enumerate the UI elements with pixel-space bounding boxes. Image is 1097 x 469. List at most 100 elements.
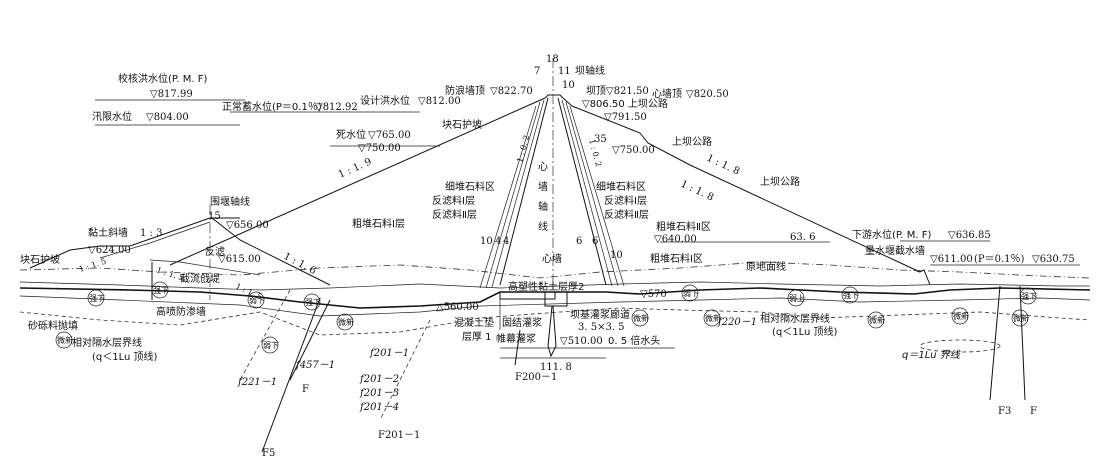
dead-level-elevation: ▽765.00: [368, 130, 411, 141]
mark-b: 弱下: [249, 296, 265, 305]
fault-f221: f221－1: [237, 377, 277, 388]
filter1-right: 反滤料Ⅰ层: [604, 194, 647, 207]
mark-n: 微新: [1013, 313, 1029, 323]
mark-circle-p: [151, 281, 169, 299]
mark-f: 微新: [338, 317, 354, 327]
el-570: ▽570: [640, 289, 667, 300]
mark-e: 弱下: [263, 341, 279, 350]
tail-pmf-elevation: ▽636.85: [948, 230, 991, 241]
parapet-top-label: 防浪墙顶: [445, 84, 485, 97]
fault-F200: F200－1: [515, 372, 557, 383]
dim-15: 15: [208, 211, 221, 222]
core-wall-label: 心墙: [542, 252, 562, 265]
core-right-face: [557, 97, 607, 286]
gravel-label: 砂砾料抛填: [28, 319, 78, 332]
dim-10b: 10: [610, 250, 623, 261]
original-ground-line: [19, 261, 1091, 279]
filter2-right: 反滤料Ⅱ层: [604, 208, 649, 221]
tail-norm-elevation: ▽611.00: [930, 254, 973, 265]
filter-label: 反滤: [205, 245, 225, 258]
road-label-down: 上坝公路: [760, 175, 800, 188]
mark-m: 强下: [1021, 292, 1037, 301]
filter2-left: 反滤料Ⅱ层: [432, 208, 477, 221]
hp-wall-label: 高喷防渗墙: [156, 305, 206, 318]
dim-6b: 6: [592, 236, 598, 247]
fault-F-left: F: [302, 384, 309, 395]
el-656: ▽656.00: [226, 220, 269, 231]
normal-pool-elevation: ▽812.92: [315, 102, 358, 113]
fault-f220: f220－1: [717, 317, 757, 328]
core-axis-c: 轴: [538, 200, 548, 213]
tail-norm-p: (P＝0.1％): [974, 254, 1025, 265]
mark-circle-d: [55, 331, 73, 349]
clay-slope-line: [99, 221, 211, 259]
core-axis-a: 心: [538, 161, 548, 173]
weathered-upper-line: [19, 281, 1090, 291]
fault-F200-line: [514, 329, 521, 366]
mark-circle-f: [336, 313, 354, 331]
tail-pmf-label: 下游水位(P. M. F): [852, 228, 931, 241]
curtain-grout-label: 帷幕灌浆: [496, 332, 536, 345]
filter-right-outer: [569, 105, 625, 287]
downstream-slope-lower: [689, 164, 921, 273]
fault-f201-line: [379, 319, 431, 421]
mark-circle-a: [87, 289, 105, 307]
lu-line-label: q＝1Lu 界线: [902, 349, 961, 361]
fault-F-right-line: [1019, 285, 1026, 401]
core-axis-d: 线: [538, 220, 548, 233]
upstream-water-levels: [95, 99, 440, 147]
core-left-face: [499, 97, 549, 286]
fault-F3-line: [989, 285, 1001, 401]
normal-pool-label: 正常蓄水位(P＝0.1％): [222, 100, 322, 113]
orig-ground-label: 原地面线: [746, 260, 786, 273]
downstream-slope-upper: [571, 105, 691, 166]
check-flood-elevation: ▽817.99: [150, 89, 193, 100]
gallery-label: 坝基灌浆廊道: [570, 308, 630, 321]
fault-F5-line: [261, 297, 321, 453]
core-axis-b: 墙: [538, 180, 548, 193]
flood-limit-elevation: ▽804.00: [146, 112, 189, 123]
mark-circle-k: [841, 286, 859, 304]
cofferdam-up-slope: [29, 217, 240, 269]
filter1-left: 反滤料Ⅰ层: [432, 194, 475, 207]
el-640: ▽640.00: [654, 234, 697, 245]
faults: [239, 285, 1026, 453]
fine-rock-right: 细堆石料区: [596, 180, 646, 193]
dam-crest-label: 坝顶: [586, 85, 606, 97]
rock-marks: 强下 弱下 强下 微新 弱下 微新 微新 弱下 微新 弱上 强下 微新 强下 微…: [55, 281, 1037, 354]
core-top-label: 心墙顶: [652, 87, 682, 100]
mark-i: 微新: [705, 313, 721, 323]
fault-f221-line: [239, 289, 291, 381]
mark-circle-m: [1019, 287, 1037, 305]
consol-grout-label: 固结灌浆: [502, 316, 542, 329]
fault-F3: F3: [998, 406, 1011, 417]
dim-636: 63. 6: [790, 232, 815, 243]
tail-norm-el2: ▽630.75: [1032, 254, 1075, 265]
hp-clay-label: 高塑性黏土层厚2: [508, 280, 584, 293]
lu-boundary-ellipse: [919, 339, 1001, 353]
el-510: ▽510.00: [560, 336, 603, 347]
mark-circle-n: [1011, 309, 1029, 327]
mark-c: 强下: [305, 298, 321, 307]
fault-f201-2: f201－2: [359, 374, 399, 385]
fault-f201-3: f201－3: [359, 388, 399, 399]
access-road-top: ▽806.50 上坝公路: [582, 97, 668, 110]
concrete-pad: [499, 291, 556, 300]
grouting-gallery: [544, 291, 568, 307]
grout-gallery: [499, 291, 675, 359]
upstream-cofferdam: [29, 205, 331, 300]
mark-circle-b: [247, 291, 265, 309]
fault-F-right: F: [1030, 406, 1037, 417]
el-624: ▽624.00: [88, 245, 131, 256]
fault-F5: F5: [262, 448, 275, 459]
coarse1-left: 粗堆石料Ⅰ层: [352, 217, 405, 230]
dim-18: 18: [546, 54, 559, 65]
mark-circle-i: [703, 309, 721, 327]
coarse2-right: 粗堆石料Ⅱ区: [656, 220, 711, 233]
cofferdam-axis-label: 围堰轴线: [210, 195, 250, 208]
check-flood-label: 校核洪水位(P. M. F): [118, 72, 207, 85]
dead-level-label: 死水位: [336, 128, 366, 141]
coarse1-right: 粗堆石料Ⅰ区: [650, 252, 703, 265]
mark-circle-g: [631, 309, 649, 327]
dim-10: 10: [562, 80, 575, 91]
